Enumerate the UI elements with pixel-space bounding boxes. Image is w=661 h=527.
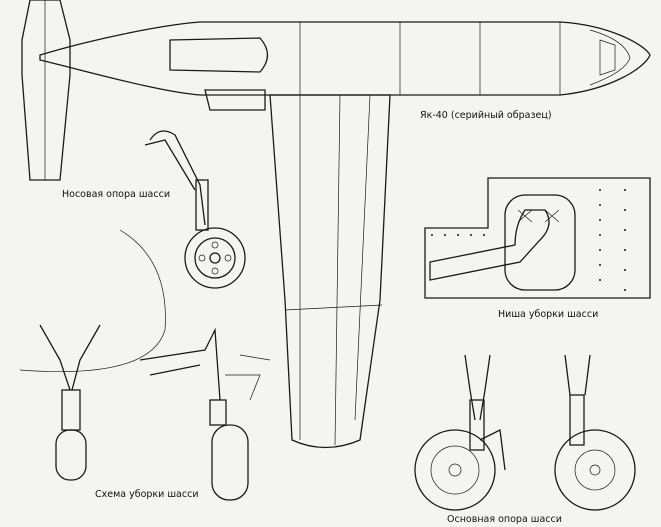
aircraft-caption: Як-40 (серийный образец) [420,110,552,121]
retraction-scheme-drawing [19,229,271,501]
fuselage [39,21,651,96]
horizontal-stabilizer [21,0,71,181]
wing [269,94,391,449]
gear-niche-caption: Ниша уборки шасси [498,309,598,320]
nose-gear-drawing [144,130,246,289]
engine-pod-lower [204,89,266,111]
cockpit-windows [589,29,631,86]
main-gear-drawing [414,354,636,511]
engine-nacelle [169,37,269,73]
aircraft-plan-view [21,0,651,449]
gear-niche-drawing [424,177,651,299]
main-gear-caption: Основная опора шасси [447,514,562,525]
retraction-scheme-caption: Схема уборки шасси [95,489,199,500]
nose-gear-caption: Носовая опора шасси [62,189,170,200]
